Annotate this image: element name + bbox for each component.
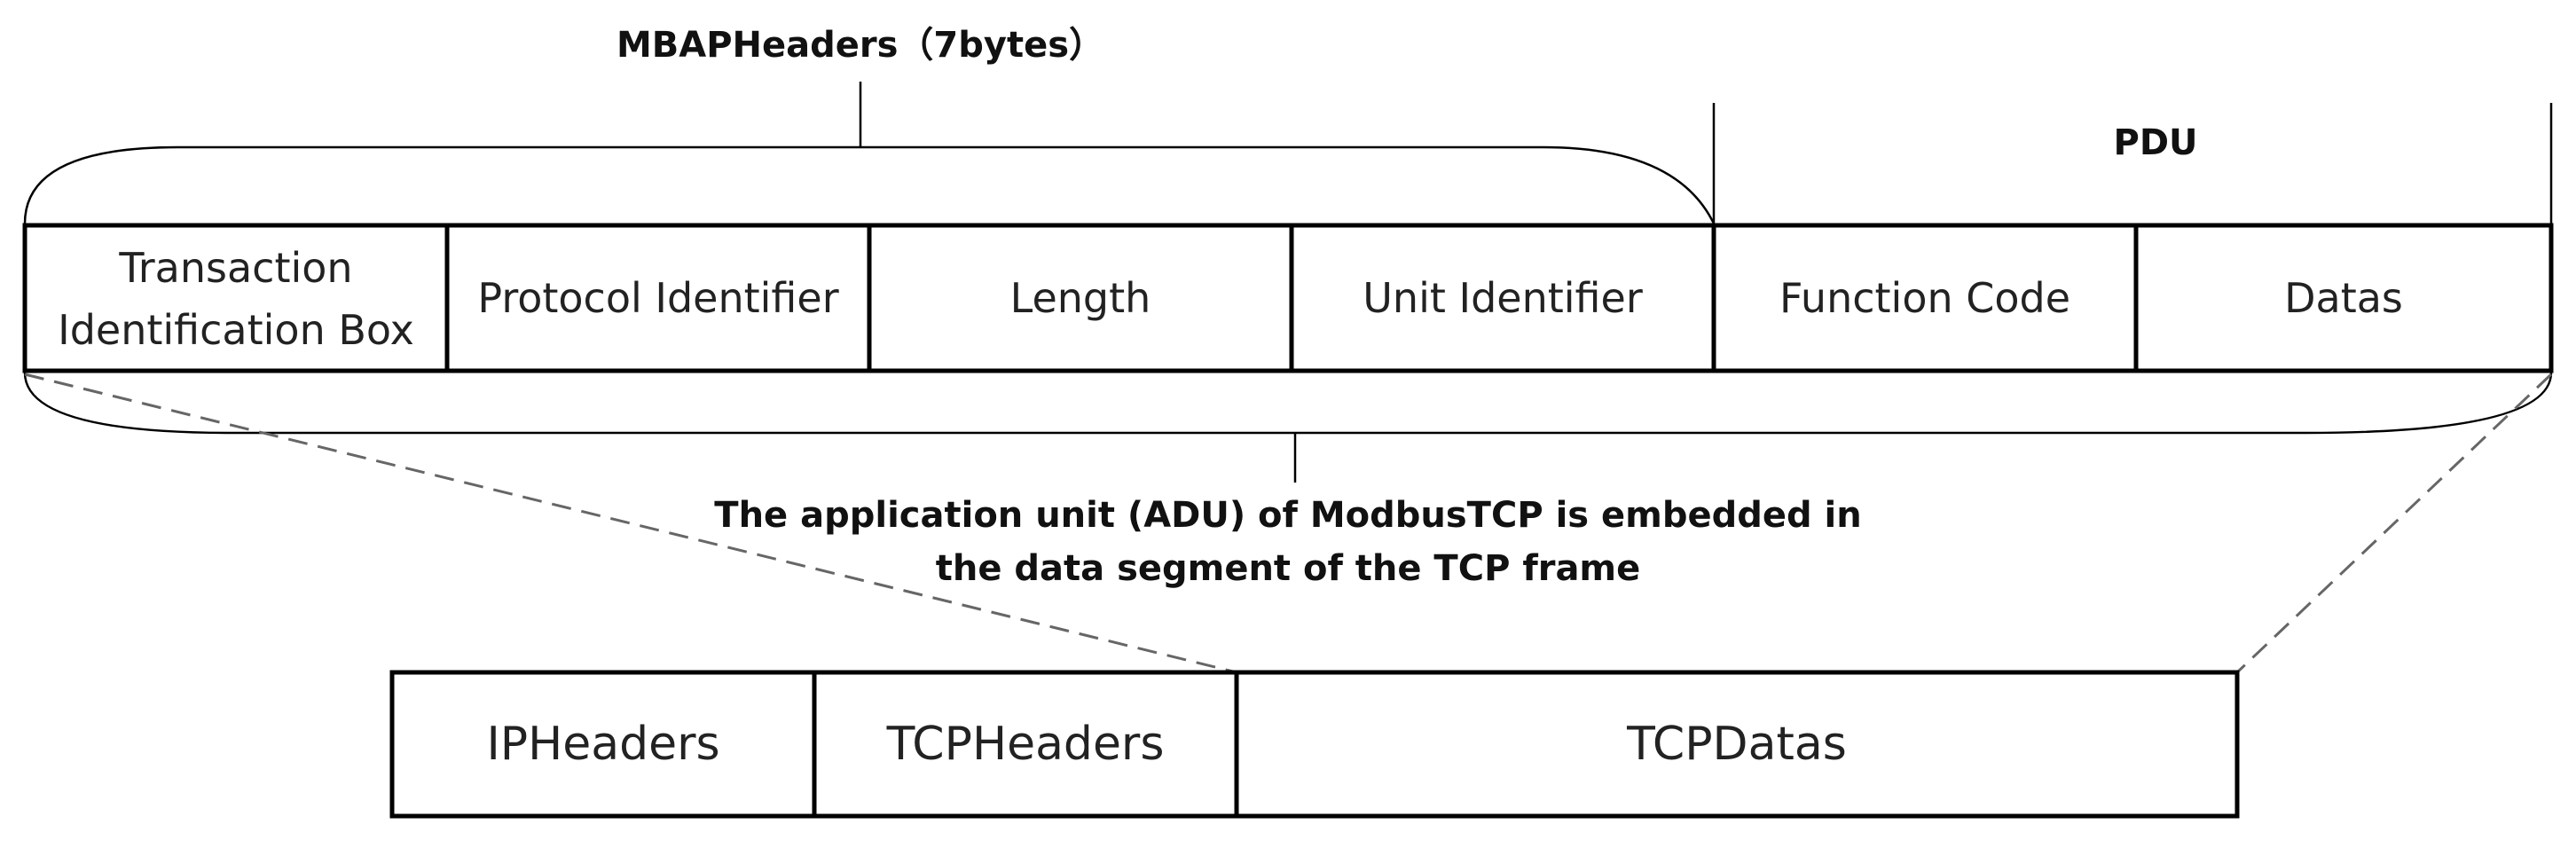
projection-line-right: [2235, 373, 2553, 674]
mbap-bracket-curve: [23, 145, 1716, 224]
adu-cell-datas-label: Datas: [2284, 274, 2403, 322]
mbap-headers-label: MBAPHeaders（7bytes）: [617, 25, 1104, 66]
adu-cell-transaction-line2: Identification Box: [58, 306, 414, 354]
adu-cell-unit-label: Unit Identifier: [1363, 274, 1643, 322]
adu-cell-transaction-box: [22, 223, 450, 373]
adu-cell-protocol-label: Protocol Identifier: [477, 274, 838, 322]
tcp-cell-ip-label: IPHeaders: [486, 718, 719, 771]
tcp-frame-row: IPHeaders TCPHeaders TCPDatas: [389, 670, 2240, 819]
tcp-cell-tcpheaders-label: TCPHeaders: [886, 718, 1165, 771]
tcp-cell-ip-box: [389, 670, 817, 819]
adu-cell-unit-box: [1289, 223, 1716, 373]
adu-bracket-curve: [23, 372, 2553, 435]
adu-cell-transaction-line1: Transaction: [118, 244, 352, 292]
adu-cell-protocol-box: [444, 223, 872, 373]
tcp-cell-tcpheaders-box: [812, 670, 1239, 819]
adu-cell-datas-box: [2133, 223, 2554, 373]
adu-cell-length-box: [867, 223, 1294, 373]
pdu-label: PDU: [2114, 122, 2198, 163]
tcp-cell-tcpdatas-box: [1234, 670, 2240, 819]
tcp-cell-tcpdatas-label: TCPDatas: [1626, 718, 1847, 771]
caption-line2: the data segment of the TCP frame: [936, 548, 1641, 589]
adu-cell-function-label: Function Code: [1779, 274, 2070, 322]
caption-line1: The application unit (ADU) of ModbusTCP …: [714, 495, 1861, 536]
projection-line-left: [24, 373, 1237, 674]
adu-row: Transaction Identification Box Protocol …: [22, 223, 2554, 373]
adu-cell-length-label: Length: [1010, 274, 1151, 322]
adu-cell-function-box: [1711, 223, 2139, 373]
